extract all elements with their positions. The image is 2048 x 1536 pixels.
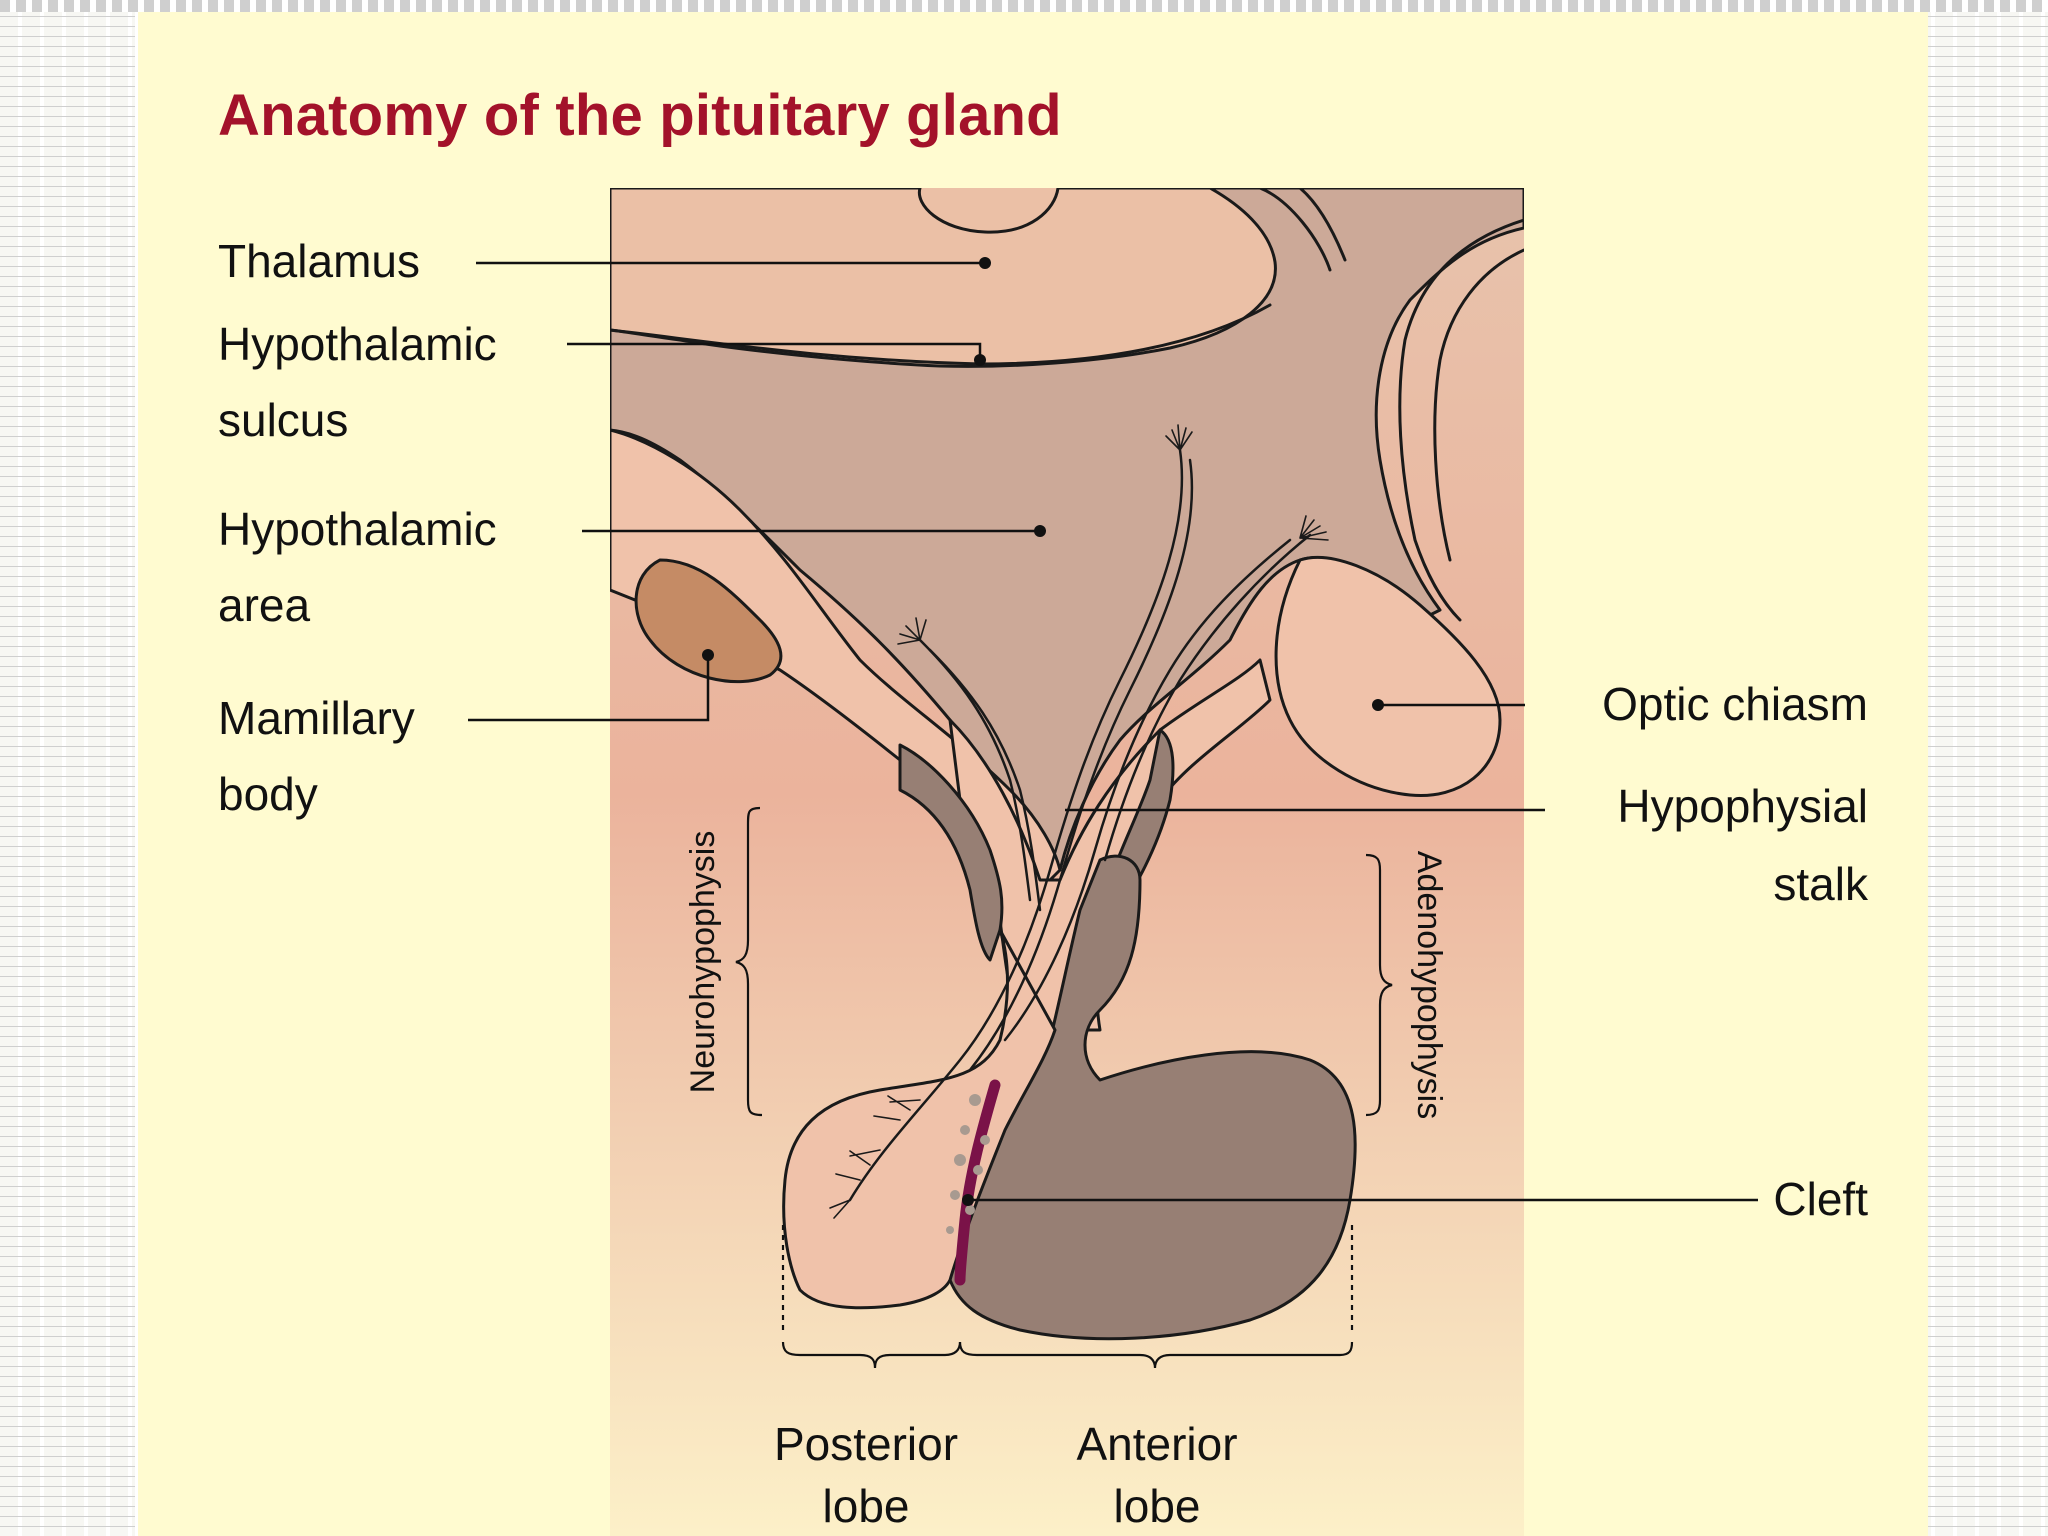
right-pattern-border — [1913, 0, 2048, 1536]
label-anterior-lobe-line1: Anterior — [1076, 1418, 1237, 1470]
label-optic-chiasm: Optic chiasm — [1602, 678, 1868, 730]
label-adenohypophysis: Adenohypophysis — [1410, 851, 1448, 1119]
left-pattern-border — [0, 0, 135, 1536]
mamillary-body-shape — [634, 558, 783, 684]
label-mamillary-body-line1: Mamillary — [218, 692, 415, 744]
label-neurohypophysis: Neurohypophysis — [684, 831, 722, 1094]
top-pattern-border — [0, 0, 2048, 12]
label-hypophysial-stalk-line2: stalk — [1773, 858, 1869, 910]
label-anterior-lobe-line2: lobe — [1114, 1480, 1201, 1532]
posterior-lobe-shape — [782, 928, 1057, 1310]
label-hypothalamic-sulcus-line1: Hypothalamic — [218, 318, 497, 370]
label-hypothalamic-area-line2: area — [218, 579, 310, 631]
label-hypothalamic-sulcus-line2: sulcus — [218, 394, 348, 446]
label-hypothalamic-area-line1: Hypothalamic — [218, 503, 497, 555]
label-mamillary-body-line2: body — [218, 768, 318, 820]
label-posterior-lobe-line1: Posterior — [774, 1418, 958, 1470]
page-title: Anatomy of the pituitary gland — [218, 83, 1062, 148]
label-posterior-lobe-line2: lobe — [823, 1480, 910, 1532]
label-hypophysial-stalk-line1: Hypophysial — [1617, 780, 1868, 832]
label-thalamus: Thalamus — [218, 235, 420, 287]
label-cleft: Cleft — [1773, 1173, 1868, 1225]
optic-chiasm-shape — [1274, 555, 1502, 798]
